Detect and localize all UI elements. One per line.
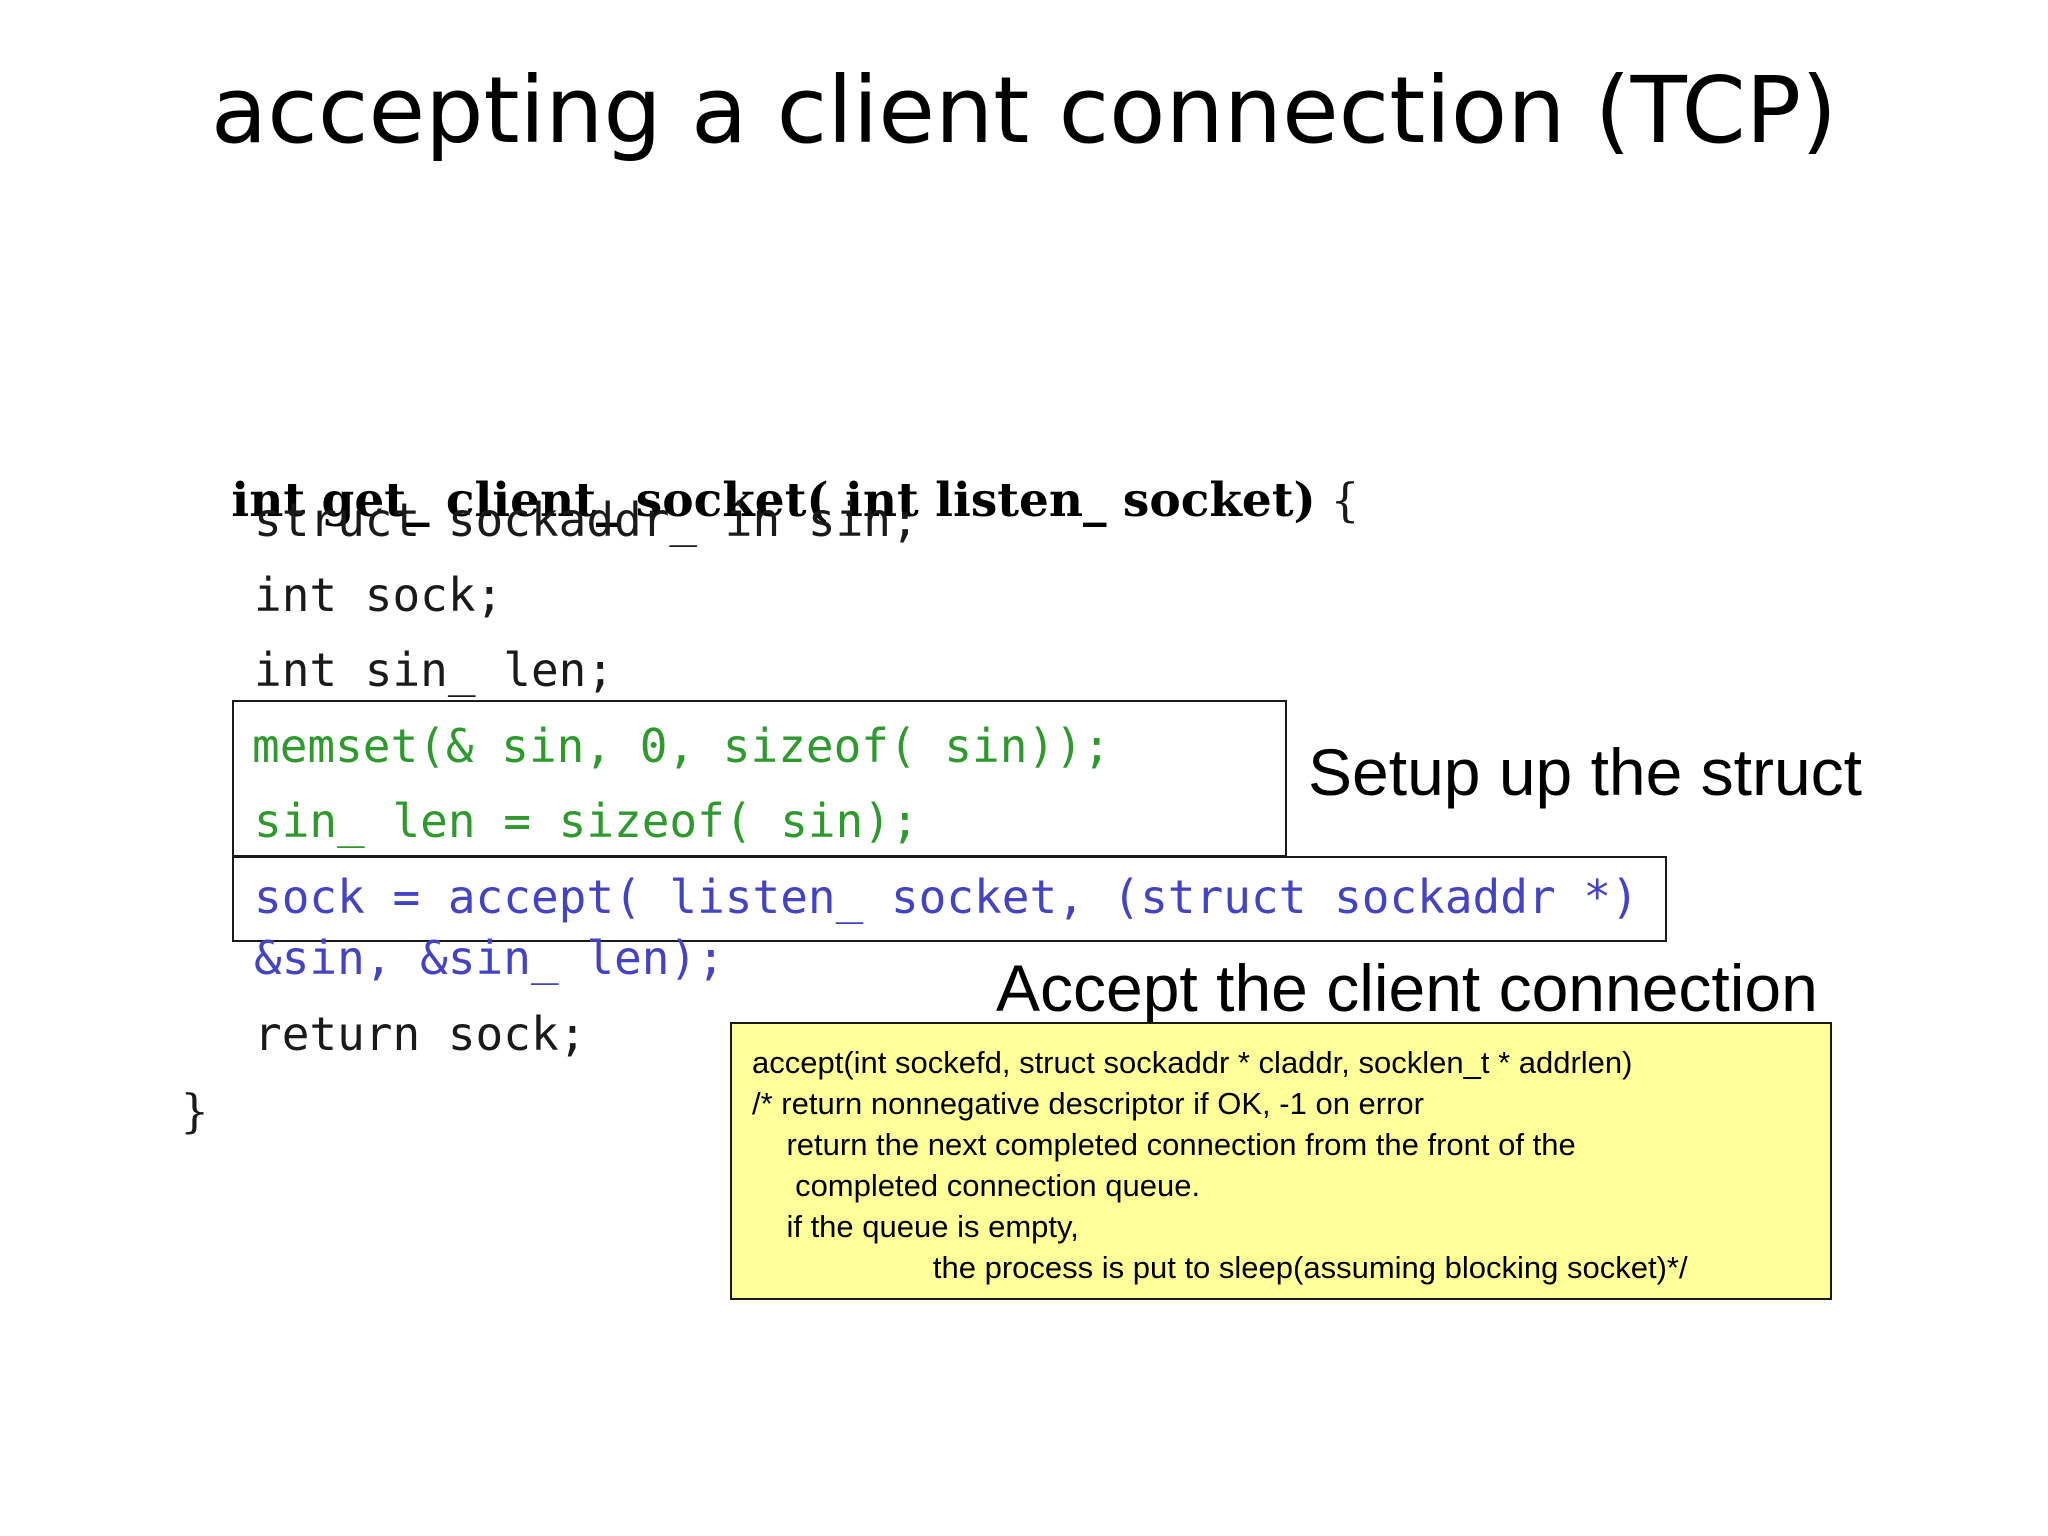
code-line-accept-1: sock = accept( listen_ socket, (struct s… [254,870,1639,924]
note-line: the process is put to sleep(assuming blo… [752,1250,1688,1285]
accept-code-box [232,856,1667,942]
code-line-sin-len-assign: sin_ len = sizeof( sin); [254,794,919,848]
code-line-sock: int sock; [254,568,504,622]
note-line: /* return nonnegative descriptor if OK, … [752,1086,1424,1121]
accept-signature-note: accept(int sockefd, struct sockaddr * cl… [730,1022,1832,1300]
code-line-accept-2: &sin, &sin_ len); [254,931,725,985]
close-brace: } [180,1084,210,1138]
note-line: accept(int sockefd, struct sockaddr * cl… [752,1045,1633,1080]
code-line-struct: struct sockaddr_ in sin; [254,493,919,547]
code-line-sin-len: int sin_ len; [254,643,615,697]
setup-struct-label: Setup up the struct [1308,735,1863,809]
note-line: completed connection queue. [752,1168,1201,1203]
note-line: if the queue is empty, [752,1209,1079,1244]
code-line-return: return sock; [254,1007,587,1061]
open-brace: { [1315,473,1360,527]
code-function-signature: int get_ client_ socket( int listen_ soc… [176,416,1360,529]
slide-title: accepting a client connection (TCP) [210,57,1838,164]
note-line: return the next completed connection fro… [752,1127,1576,1162]
accept-connection-label: Accept the client connection [996,951,1818,1025]
code-line-memset: memset(& sin, 0, sizeof( sin)); [252,719,1111,773]
function-signature: int get_ client_ socket( int listen_ soc… [231,473,1316,528]
